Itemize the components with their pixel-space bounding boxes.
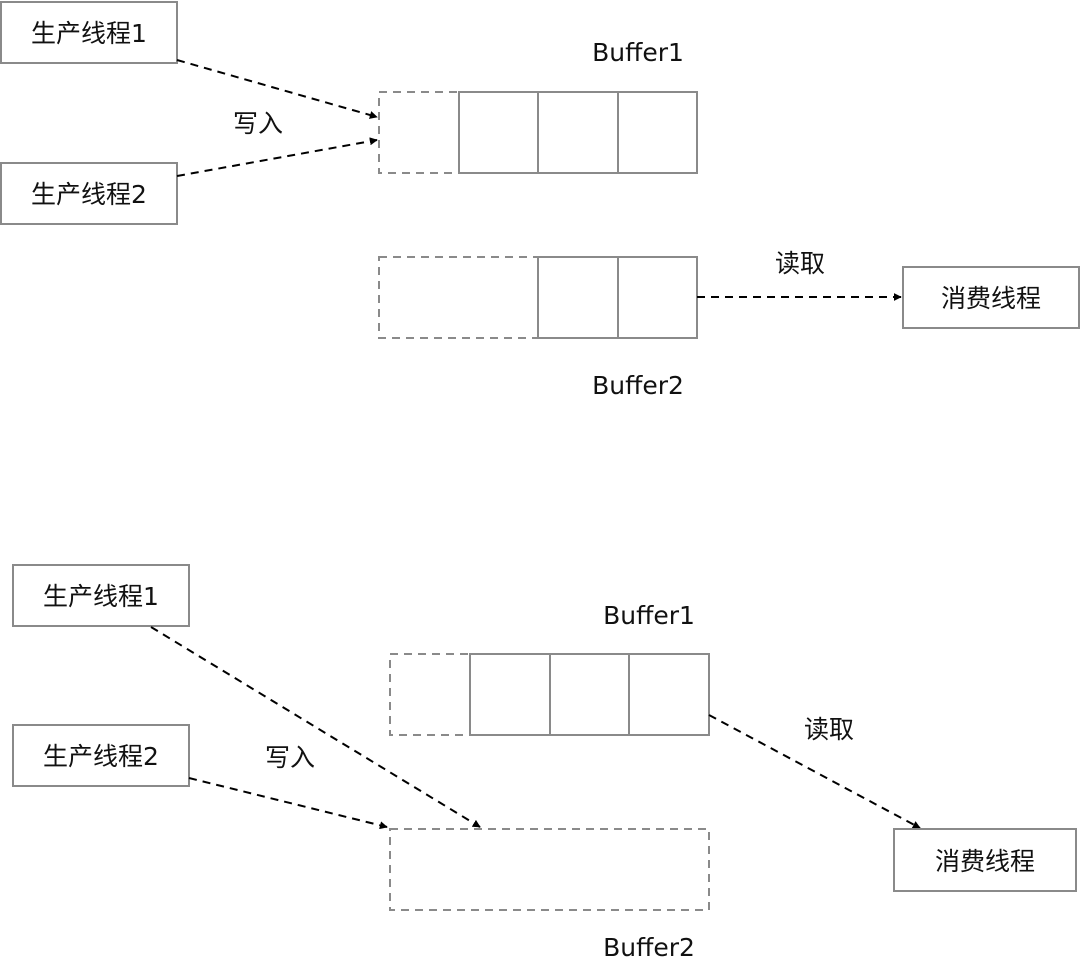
- buffer2-empty-slot: [378, 256, 539, 339]
- buffer1-label: Buffer1: [603, 601, 695, 630]
- panel-before-swap: 生产线程1 生产线程2 写入 Buffer1 Buffer2: [0, 1, 1080, 400]
- buffer1-cell: [537, 91, 619, 174]
- buffer1-cell: [617, 91, 698, 174]
- consumer-node: 消费线程: [893, 828, 1077, 892]
- buffer2-label: Buffer2: [603, 933, 695, 962]
- consumer-node: 消费线程: [902, 266, 1080, 329]
- buffer1-empty-slot: [389, 653, 471, 736]
- buffer1-empty-slot: [378, 91, 460, 174]
- panel-after-swap: 生产线程1 生产线程2 写入 Buffer1 Buffer2 读取: [12, 564, 1077, 962]
- read-edge-b1-consumer: [708, 714, 921, 829]
- buffer1-cell: [628, 653, 710, 736]
- buffer1: [389, 653, 710, 736]
- write-label: 写入: [233, 109, 283, 138]
- read-label: 读取: [775, 249, 825, 278]
- read-label: 读取: [804, 715, 854, 744]
- producer-node-1-label: 生产线程1: [31, 19, 147, 48]
- buffer1-label: Buffer1: [592, 38, 684, 67]
- consumer-node-label: 消费线程: [941, 284, 1041, 313]
- write-edge-p1-b2: [150, 626, 481, 828]
- producer-node-1: 生产线程1: [12, 564, 190, 627]
- buffer2: [378, 256, 698, 339]
- buffer1: [378, 91, 698, 174]
- write-edge-p2-b2: [188, 777, 388, 830]
- producer-node-1-label: 生产线程1: [43, 582, 159, 611]
- write-edge-p2-b1: [176, 137, 378, 177]
- consumer-node-label: 消费线程: [935, 847, 1035, 876]
- producer-node-2: 生产线程2: [0, 162, 178, 225]
- write-label: 写入: [265, 743, 315, 772]
- write-edge-p1-b1: [176, 59, 378, 119]
- buffer2-cell: [537, 256, 619, 339]
- buffer1-cell: [549, 653, 630, 736]
- producer-node-2-label: 生产线程2: [31, 180, 147, 209]
- producer-node-2-label: 生产线程2: [43, 742, 159, 771]
- buffer1-cell: [458, 91, 539, 174]
- buffer2-empty-slot: [389, 828, 710, 911]
- buffer2: [389, 828, 710, 911]
- producer-node-1: 生产线程1: [0, 1, 178, 64]
- buffer2-cell: [617, 256, 698, 339]
- buffer1-cell: [469, 653, 551, 736]
- producer-node-2: 生产线程2: [12, 724, 190, 787]
- buffer2-label: Buffer2: [592, 371, 684, 400]
